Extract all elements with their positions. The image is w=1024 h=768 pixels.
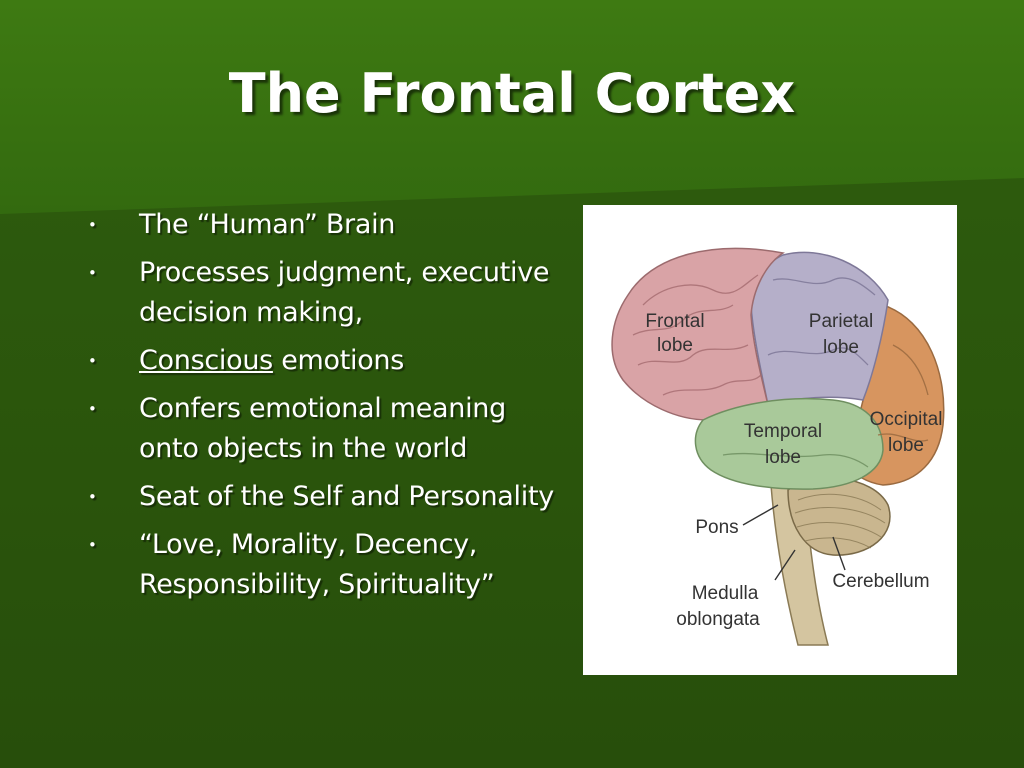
bullet-dot: •	[88, 488, 97, 506]
label-frontal: Frontal	[645, 311, 704, 332]
label-occipital: Occipital	[870, 409, 943, 430]
label-temporal: Temporal	[744, 421, 822, 442]
label-cerebellum: Cerebellum	[832, 571, 929, 592]
frontal-lobe	[611, 247, 785, 421]
label-temporal-2: lobe	[765, 447, 801, 468]
label-medulla: Medulla	[692, 583, 759, 604]
bullet-text: Seat of the Self and Personality	[139, 481, 554, 512]
label-occipital-2: lobe	[888, 435, 924, 456]
slide-title: The Frontal Cortex	[228, 62, 796, 125]
label-parietal: Parietal	[809, 311, 873, 332]
temporal-lobe	[694, 397, 884, 490]
bullet-text: The “Human” Brain	[139, 209, 396, 240]
bullet-item: • Confers emotional meaning onto objects…	[80, 389, 570, 469]
bullet-item: • Conscious emotions	[80, 341, 570, 381]
brain-diagram: Frontal lobe Parietal lobe Occipital lob…	[583, 205, 957, 675]
bullet-text: Confers emotional meaning onto objects i…	[139, 393, 506, 464]
bullet-dot: •	[88, 400, 97, 418]
bullet-dot: •	[88, 264, 97, 282]
bullet-text: Processes judgment, executive decision m…	[139, 257, 550, 328]
bullet-text: emotions	[272, 345, 405, 376]
bullet-dot: •	[88, 216, 97, 234]
bullet-item: • Processes judgment, executive decision…	[80, 253, 570, 333]
label-medulla-2: oblongata	[676, 609, 760, 630]
bullet-item: • “Love, Morality, Decency, Responsibili…	[80, 525, 570, 605]
label-pons: Pons	[695, 517, 738, 538]
bullet-text: “Love, Morality, Decency, Responsibility…	[139, 529, 495, 600]
bullet-underlined-word: Conscious	[139, 345, 273, 376]
bullet-item: • Seat of the Self and Personality	[80, 477, 570, 517]
bullet-list: • The “Human” Brain • Processes judgment…	[80, 205, 570, 613]
label-parietal-2: lobe	[823, 337, 859, 358]
bullet-dot: •	[88, 352, 97, 370]
bullet-dot: •	[88, 536, 97, 554]
label-frontal-2: lobe	[657, 335, 693, 356]
bullet-item: • The “Human” Brain	[80, 205, 570, 245]
